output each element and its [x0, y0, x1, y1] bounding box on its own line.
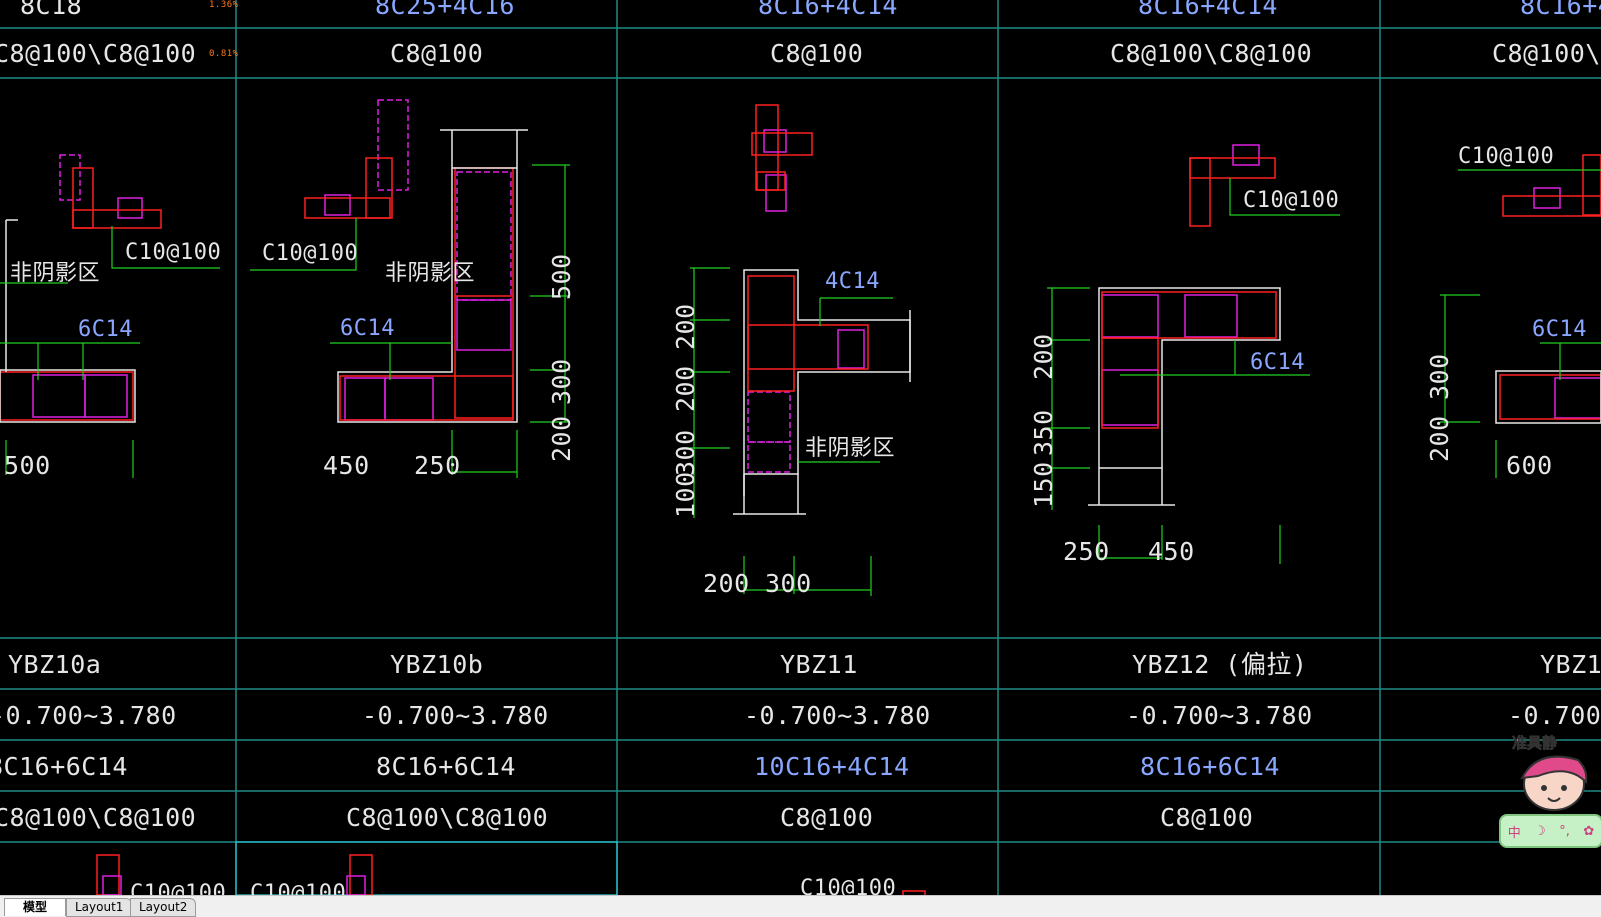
table-rebar-2: 10C16+4C14 [754, 752, 910, 781]
detail-ybz12[interactable]: C10@100 6C14 200 350 150 250 450 [1029, 144, 1340, 566]
top-stirrup-1: C8@100 [390, 39, 483, 68]
c1-dim-4: 200 [547, 415, 576, 462]
tab-layout2[interactable]: Layout2 [130, 898, 197, 917]
cad-drawing-canvas[interactable]: 8C18 8C25+4C16 8C16+4C14 8C16+4C14 8C16+… [0, 0, 1601, 895]
punctuation-toggle[interactable]: °, [1559, 823, 1570, 839]
table-name-0: YBZ10a [8, 650, 101, 679]
table-rebar-0: 8C16+6C14 [0, 752, 128, 781]
ratio-b: 0.81% [209, 49, 239, 59]
table-stirrup-0: C8@100\C8@100 [0, 803, 196, 832]
c4-dim-1: 200 [1425, 415, 1454, 462]
c1-dim-1: 250 [414, 451, 461, 480]
c4-dim-2: 600 [1506, 451, 1553, 480]
c0-dim-0: 500 [4, 451, 51, 480]
c2-shadow: 非阴影区 [805, 436, 895, 461]
c2-rebar: 4C14 [825, 269, 880, 294]
ime-language-toggle[interactable]: 中 [1507, 825, 1521, 841]
c3-dim-0: 200 [1029, 333, 1058, 380]
c1-dim-3: 300 [547, 358, 576, 405]
top-rebar-0: 8C18 [20, 0, 82, 20]
table-rebar-row: 8C16+6C14 8C16+6C14 10C16+4C14 8C16+6C14 [0, 752, 1280, 781]
table-elev-1: -0.700~3.780 [362, 701, 549, 730]
top-rebar-3: 8C16+4C14 [1138, 0, 1278, 20]
detail-ybz13[interactable]: C10@100 6C14 300 200 600 [1425, 144, 1601, 480]
c2-dim-4: 200 [703, 569, 750, 598]
table-name-4: YBZ13 [1540, 650, 1601, 679]
top-stirrup-4: C8@100\C8@10 [1492, 39, 1601, 68]
table-elev-row: -0.700~3.780 -0.700~3.780 -0.700~3.780 -… [0, 701, 1601, 730]
next-row-partial: C10@100 C10@100 C10@100 [96, 854, 926, 895]
ratio-a: 1.36% [209, 0, 239, 10]
tab-model[interactable]: 模型 [4, 898, 66, 916]
c2-dim-0: 200 [671, 303, 700, 350]
detail-ybz11[interactable]: 4C14 非阴影区 200 200 300 100 200 300 [671, 104, 911, 598]
c0-shadow: 非阴影区 [10, 261, 100, 286]
table-stirrup-row: C8@100\C8@100 C8@100\C8@100 C8@100 C8@10… [0, 803, 1253, 832]
top-rebar-4: 8C16+4 [1520, 0, 1601, 20]
c2-dim-1: 200 [671, 365, 700, 412]
table-name-3: YBZ12 (偏拉) [1132, 650, 1307, 679]
moon-icon[interactable]: ☽ [1534, 823, 1546, 839]
c3-dim-3: 250 [1063, 537, 1110, 566]
c1-dim-0: 450 [323, 451, 370, 480]
detail-ybz10a[interactable]: C10@100 非阴影区 6C14 500 [0, 154, 221, 480]
c4-stirrup: C10@100 [1458, 144, 1554, 169]
c3-rebar: 6C14 [1250, 350, 1305, 375]
c4-dim-0: 300 [1425, 353, 1454, 400]
c1-dim-2: 500 [547, 253, 576, 300]
table-name-1: YBZ10b [390, 650, 483, 679]
gear-icon[interactable]: ✿ [1583, 823, 1595, 839]
bottom-label-0: C10@100 [130, 881, 226, 895]
c3-dim-4: 450 [1148, 537, 1195, 566]
top-rebar-1: 8C25+4C16 [375, 0, 515, 20]
c0-rebar: 6C14 [78, 317, 133, 342]
table-elev-4: -0.700~3.7 [1508, 701, 1601, 730]
table-elev-2: -0.700~3.780 [744, 701, 931, 730]
top-rebar-2: 8C16+4C14 [758, 0, 898, 20]
selected-cell[interactable] [235, 841, 618, 895]
c3-dim-2: 150 [1029, 461, 1058, 508]
table-stirrup-2: C8@100 [780, 803, 873, 832]
top-stirrup-3: C8@100\C8@100 [1110, 39, 1312, 68]
c2-dim-5: 300 [765, 569, 812, 598]
c0-stirrup: C10@100 [125, 240, 221, 265]
c3-stirrup: C10@100 [1243, 188, 1339, 213]
table-rebar-3: 8C16+6C14 [1140, 752, 1280, 781]
table-name-row: YBZ10a YBZ10b YBZ11 YBZ12 (偏拉) YBZ13 [8, 650, 1601, 679]
top-stirrup-2: C8@100 [770, 39, 863, 68]
tab-layout1[interactable]: Layout1 [66, 898, 133, 917]
table-elev-3: -0.700~3.780 [1126, 701, 1313, 730]
c1-stirrup: C10@100 [262, 241, 358, 266]
bottom-label-1: C10@100 [250, 881, 346, 895]
c1-shadow: 非阴影区 [385, 261, 475, 286]
c2-dim-3: 100 [671, 471, 700, 518]
mascot-text: 准具静 [1512, 734, 1557, 752]
table-name-2: YBZ11 [780, 650, 858, 679]
table-stirrup-3: C8@100 [1160, 803, 1253, 832]
c2-dim-2: 300 [671, 429, 700, 476]
c3-dim-1: 350 [1029, 409, 1058, 456]
c4-rebar: 6C14 [1532, 317, 1587, 342]
detail-ybz10b[interactable]: C10@100 非阴影区 6C14 450 250 500 300 200 [250, 99, 576, 480]
ime-toolbar[interactable]: 中 ☽ °, ✿ [1499, 814, 1601, 848]
table-rebar-1: 8C16+6C14 [376, 752, 516, 781]
bottom-label-2: C10@100 [800, 876, 896, 895]
layout-tab-bar: 模型 Layout1 Layout2 [0, 895, 1601, 917]
table-elev-0: -0.700~3.780 [0, 701, 177, 730]
table-stirrup-1: C8@100\C8@100 [346, 803, 548, 832]
c1-rebar: 6C14 [340, 316, 395, 341]
mascot-image: 准具静 [1512, 734, 1588, 811]
top-stirrup-0: C8@100\C8@100 [0, 39, 196, 68]
